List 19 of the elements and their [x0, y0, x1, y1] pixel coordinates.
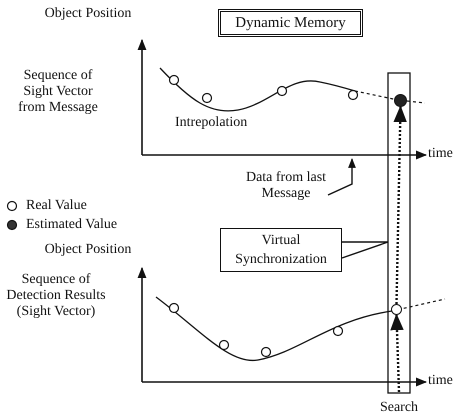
arrow	[390, 313, 404, 392]
axis-description: Sequence of Sight Vector from Message	[17, 68, 99, 116]
callout-pointer	[341, 241, 389, 259]
legend-label: Estimated Value	[26, 217, 118, 233]
detection-point	[391, 304, 402, 315]
axis-title: Object Position	[44, 242, 132, 258]
axis-label: time	[428, 146, 454, 162]
axis-label: time	[428, 373, 454, 389]
annotation-note: Data from last Message	[244, 170, 328, 204]
callout-box: Virtual Synchronization	[220, 228, 342, 272]
arrow	[393, 105, 407, 304]
search-band: Search	[372, 70, 426, 416]
estimated-point	[394, 94, 407, 107]
axis-description: Sequence of Detection Results (Sight Vector)	[5, 272, 107, 320]
curve-label: Intrepolation	[175, 115, 248, 131]
legend-label: Real Value	[26, 198, 87, 214]
leader-line	[328, 158, 356, 196]
title-box: Dynamic Memory	[218, 9, 363, 37]
axis-title: Object Position	[44, 6, 132, 22]
